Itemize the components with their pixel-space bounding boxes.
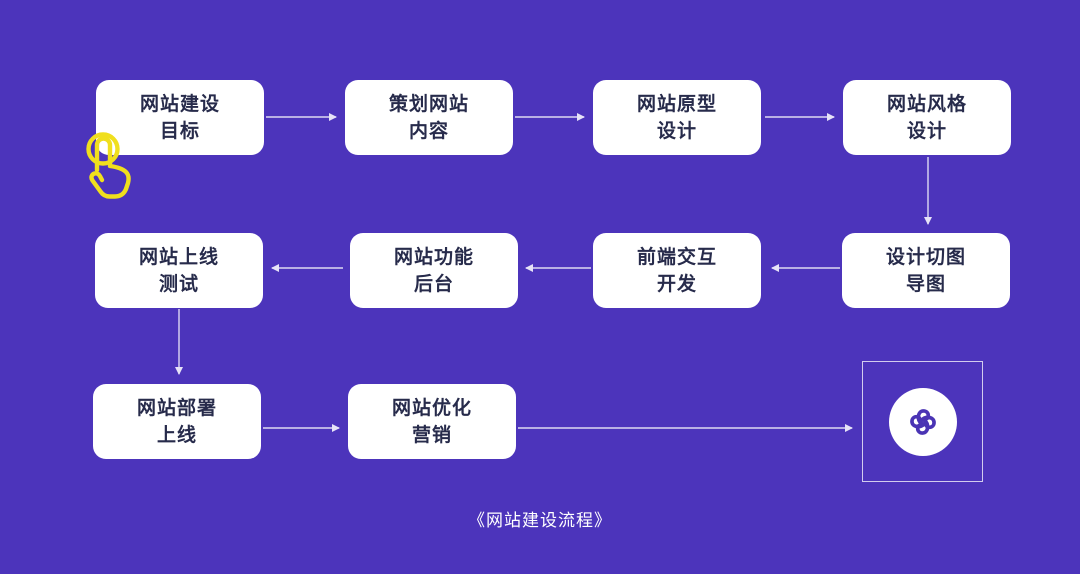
end-logo-circle [888,387,957,456]
node-plan-line1: 策划网站 [388,93,469,115]
node-backend: 网站功能 后台 [350,233,518,308]
node-prototype-line2: 设计 [656,120,697,142]
node-marketing: 网站优化 营销 [348,384,516,459]
node-style-line1: 网站风格 [886,93,967,115]
diagram-caption: 《网站建设流程》 [468,511,612,530]
node-slicing-line2: 导图 [905,273,946,295]
node-goal-line1: 网站建设 [139,93,220,115]
node-frontend: 前端交互 开发 [593,233,761,308]
node-style: 网站风格 设计 [843,80,1011,155]
node-plan: 策划网站 内容 [345,80,513,155]
node-slicing-line1: 设计切图 [885,246,966,268]
node-style-line2: 设计 [906,120,947,142]
end-logo-box [862,361,983,482]
node-prototype: 网站原型 设计 [593,80,761,155]
node-goal-line2: 目标 [159,120,200,142]
node-backend-line2: 后台 [413,273,454,295]
node-online-test: 网站上线 测试 [95,233,263,308]
node-deploy-line2: 上线 [156,424,197,446]
clover-swirl-logo-icon [909,408,936,435]
node-plan-line2: 内容 [408,120,449,142]
node-online-test-line1: 网站上线 [138,246,219,268]
node-deploy: 网站部署 上线 [93,384,261,459]
node-backend-line1: 网站功能 [393,246,474,268]
tap-hand-cursor-icon [86,132,131,199]
node-frontend-line2: 开发 [656,273,697,295]
node-frontend-line1: 前端交互 [636,246,717,268]
node-online-test-line2: 测试 [158,273,199,295]
node-deploy-line1: 网站部署 [136,397,217,419]
node-marketing-line1: 网站优化 [391,397,472,419]
node-slicing: 设计切图 导图 [842,233,1010,308]
node-marketing-line2: 营销 [411,424,452,446]
node-goal: 网站建设 目标 [96,80,264,155]
node-prototype-line1: 网站原型 [636,93,717,115]
